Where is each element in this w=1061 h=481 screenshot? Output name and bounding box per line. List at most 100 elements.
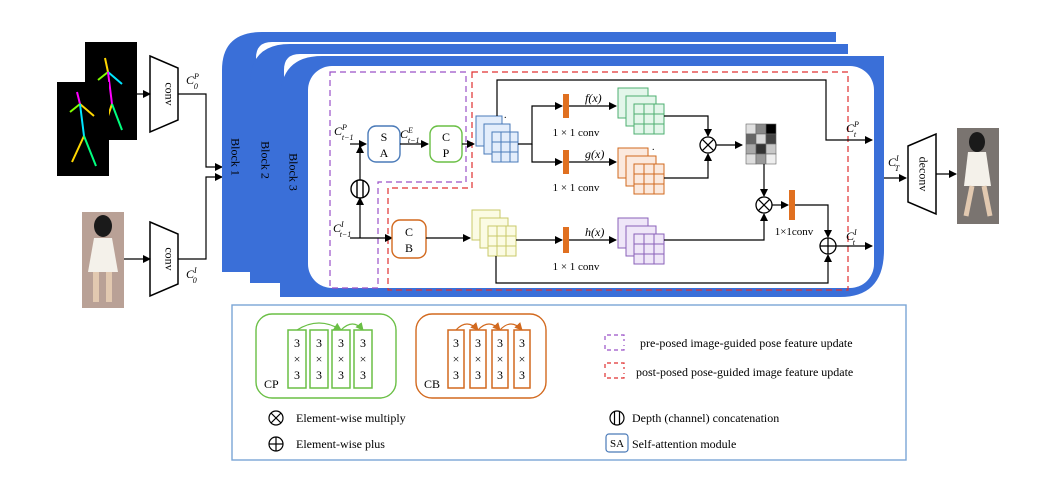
arrow-conv-to-plus (795, 204, 832, 238)
legend-cb-label: CB (424, 377, 440, 391)
pose-skeleton-back (97, 57, 123, 131)
feature-dot: . (504, 110, 507, 121)
legend-concat-icon (609, 410, 625, 426)
block-1-label: Block 1 (228, 138, 242, 176)
arrow-pose-to-f (518, 102, 563, 145)
svg-text:3: 3 (316, 336, 322, 350)
legend-plus-text: Element-wise plus (296, 437, 385, 451)
legend-sa-icon: SA (605, 433, 629, 453)
svg-text:3: 3 (475, 336, 481, 350)
legend-red-dash-icon (604, 362, 625, 379)
svg-text:3: 3 (316, 368, 322, 382)
svg-text:B: B (405, 241, 413, 255)
conv-label-pose: conv (162, 82, 176, 105)
legend-concat-text: Depth (channel) concatenation (632, 411, 779, 425)
svg-text:3: 3 (338, 368, 344, 382)
svg-text:P: P (443, 146, 450, 160)
arrow-pose-to-g (531, 144, 563, 166)
conv1x1-g-label: 1 × 1 conv (553, 182, 600, 194)
svg-text:3: 3 (497, 368, 503, 382)
conv1x1-out (789, 190, 795, 220)
conv1x1-h (563, 227, 569, 253)
svg-text:3: 3 (453, 336, 459, 350)
conv1x1-f (563, 94, 569, 118)
legend-cb-cells: 3×3 3×3 3×3 3×3 (453, 336, 526, 382)
arrow-g-to-mul (664, 153, 712, 179)
pose-skeleton-front (69, 91, 97, 167)
legend-cp-label: CP (264, 377, 279, 391)
multiply-icon-1 (699, 136, 717, 154)
svg-text:3: 3 (453, 368, 459, 382)
conv1x1-out-label: 1×1conv (775, 226, 814, 238)
h-label: h(x) (585, 225, 604, 239)
svg-text:3: 3 (294, 336, 300, 350)
plus-icon (819, 237, 837, 255)
arrow-skip-image (495, 254, 832, 284)
svg-text:×: × (519, 352, 526, 366)
legend-cp: CP (255, 313, 397, 399)
conv1x1-h-label: 1 × 1 conv (553, 261, 600, 273)
pose-input-images (57, 42, 137, 308)
svg-text:3: 3 (497, 336, 503, 350)
legend-multiply-icon (268, 410, 284, 426)
sa-module: S A (367, 125, 401, 163)
conv-encoder-pose: conv (149, 54, 179, 134)
svg-text:×: × (338, 352, 345, 366)
g-dot: . (652, 142, 655, 153)
conv1x1-f-label: 1 × 1 conv (553, 127, 600, 139)
block-3-label: Block 3 (286, 153, 300, 191)
legend-multiply-text: Element-wise multiply (296, 411, 406, 425)
deconv-label: deconv (916, 157, 930, 192)
svg-text:C: C (442, 130, 450, 144)
g-label: g(x) (585, 147, 604, 161)
legend-sa-text: Self-attention module (632, 437, 736, 451)
svg-text:S: S (381, 130, 388, 144)
arrow-c0p-to-blocks (178, 93, 223, 171)
f-label: f(x) (585, 91, 602, 105)
svg-text:×: × (497, 352, 504, 366)
svg-text:C: C (405, 225, 413, 239)
post-posed-region (387, 71, 849, 291)
cp-module: C P (429, 125, 463, 163)
svg-text:3: 3 (360, 368, 366, 382)
arrow-f-to-mul (664, 115, 712, 137)
arrow-skip-pose (496, 79, 873, 144)
svg-text:×: × (360, 352, 367, 366)
block-stack: Block 1 Block 2 Block 3 (222, 32, 884, 297)
conv-label-image: conv (162, 247, 176, 270)
person-photo-output (957, 128, 999, 224)
svg-text:SA: SA (610, 438, 624, 450)
legend-purple-dash-icon (604, 334, 625, 351)
attention-map (745, 123, 777, 165)
legend-red-text: post-posed pose-guided image feature upd… (636, 365, 853, 379)
arrow-c0i-to-blocks (178, 173, 223, 260)
svg-text:3: 3 (519, 368, 525, 382)
svg-text:3: 3 (475, 368, 481, 382)
image-feature-stack (471, 209, 517, 257)
legend-cb: CB (415, 313, 547, 399)
pre-posed-region (329, 71, 467, 289)
concat-icon (350, 179, 370, 199)
f-feature-stack (617, 87, 665, 135)
block-3-inner-panel (308, 66, 874, 288)
svg-text:×: × (316, 352, 323, 366)
cb-module: C B (391, 219, 427, 259)
conv1x1-g (563, 150, 569, 174)
deconv-decoder: deconv (907, 132, 937, 216)
h-feature-stack (617, 217, 665, 265)
svg-text:3: 3 (294, 368, 300, 382)
legend-purple-text: pre-posed image-guided pose feature upda… (640, 336, 853, 350)
conv-encoder-image: conv (149, 220, 179, 298)
svg-text:×: × (294, 352, 301, 366)
svg-text:3: 3 (360, 336, 366, 350)
svg-text:A: A (380, 146, 389, 160)
g-feature-stack (617, 147, 665, 195)
